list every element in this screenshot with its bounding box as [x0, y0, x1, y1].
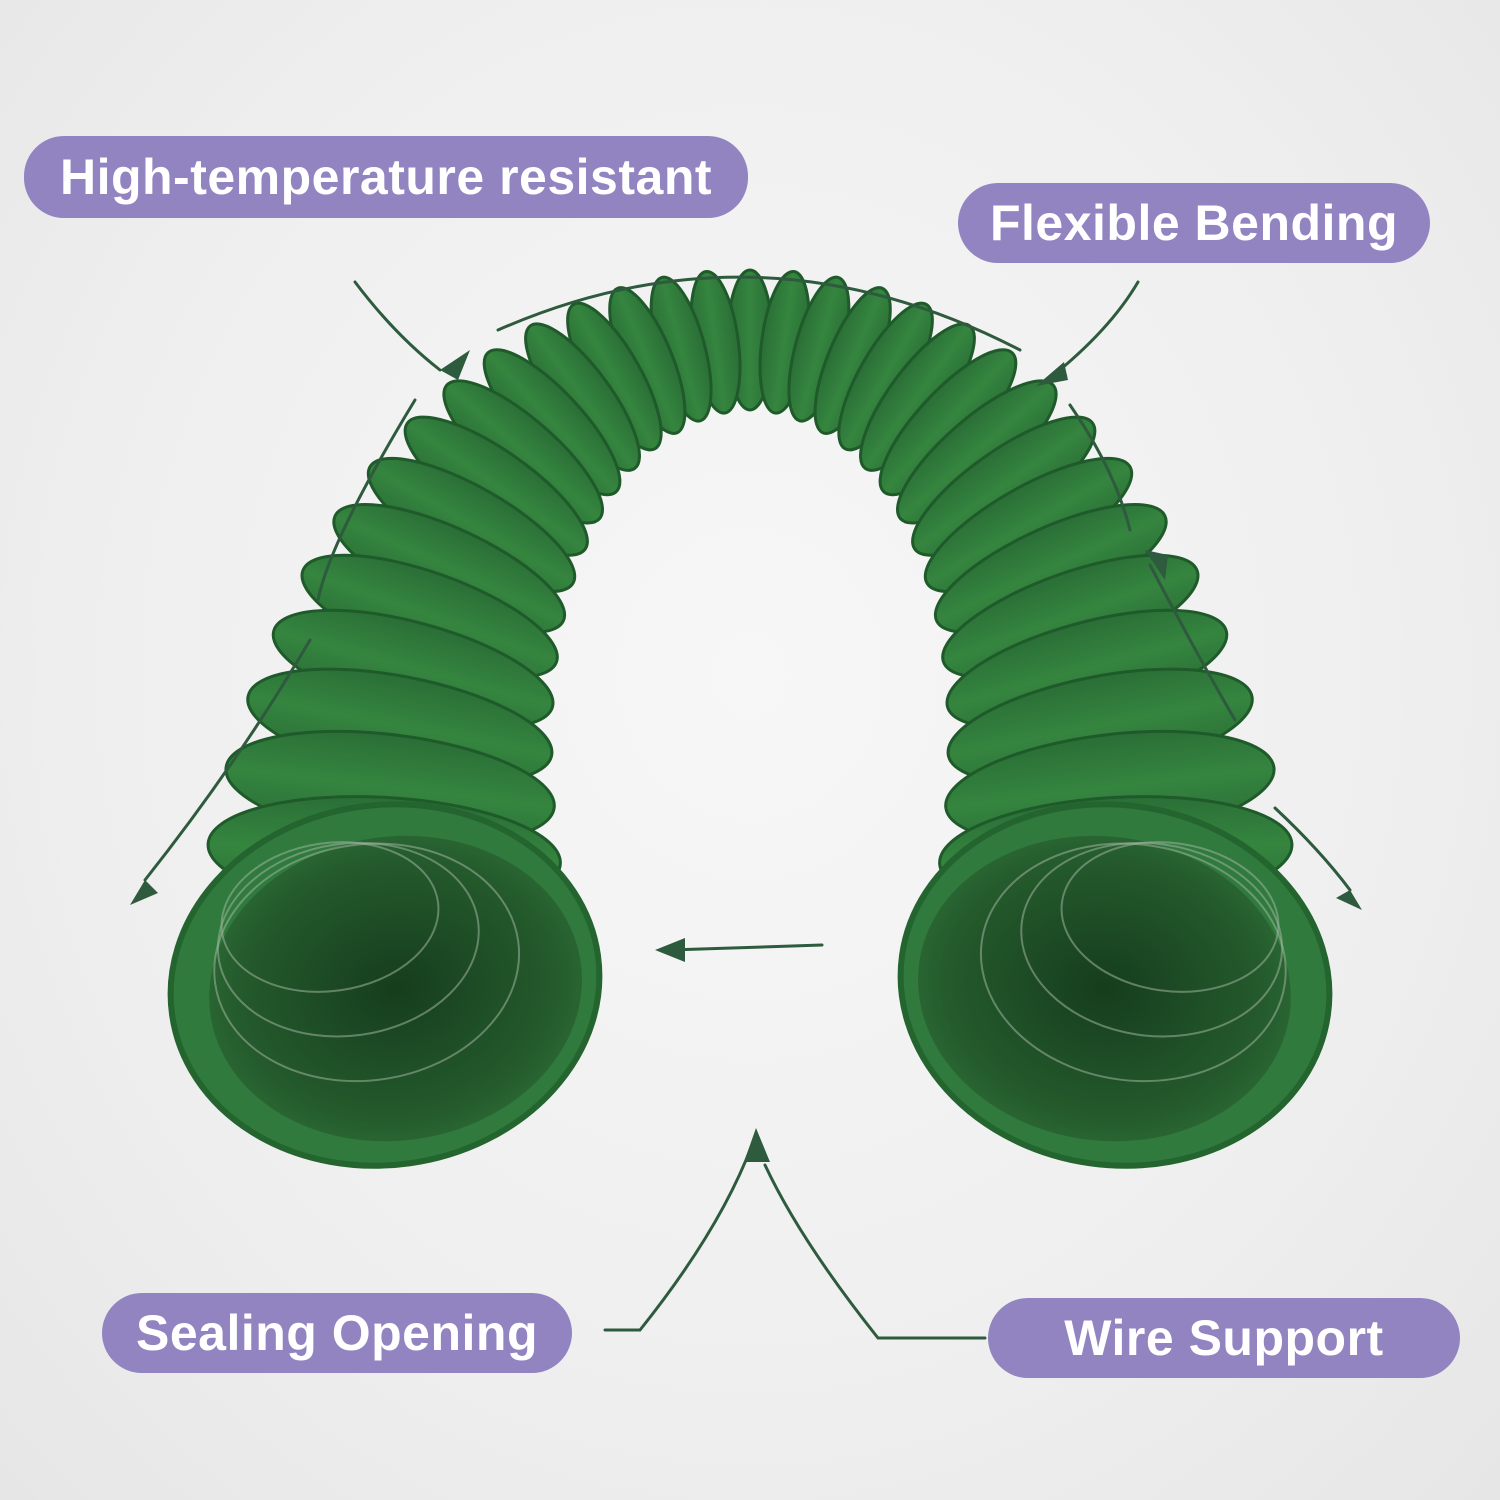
label-wire-support: Wire Support [988, 1298, 1460, 1378]
arrow-right-mid [1148, 563, 1237, 722]
wire-ring [1060, 841, 1280, 993]
label-flexible-bending-text: Flexible Bending [989, 195, 1399, 251]
arrow-right-lower [1273, 806, 1352, 892]
hose-body [167, 268, 1333, 1169]
wire-ring [213, 842, 521, 1083]
arrow-high-temp [353, 280, 442, 372]
label-high-temperature: High-temperature resistant [24, 136, 748, 218]
arrow-left-upper [316, 398, 417, 602]
wire-ring [220, 841, 440, 993]
arrow-wire [763, 1163, 987, 1340]
left-opening-interior [209, 835, 582, 1142]
label-sealing-opening-text: Sealing Opening [136, 1305, 538, 1361]
arrow-seal [603, 1143, 754, 1332]
arrow-right-upper [1068, 403, 1132, 532]
label-high-temperature-text: High-temperature resistant [59, 149, 713, 205]
label-flexible-bending: Flexible Bending [958, 183, 1430, 263]
arrow-center [668, 943, 824, 952]
wire-ring [979, 842, 1287, 1083]
right-opening-interior [918, 835, 1291, 1142]
label-sealing-opening: Sealing Opening [102, 1293, 572, 1373]
annotation-arrows [143, 275, 1352, 1340]
arrow-left-lower [143, 638, 312, 882]
wire-ring [1020, 841, 1284, 1038]
arrow-heads [130, 350, 1362, 1162]
wire-ring [216, 841, 480, 1038]
arrow-top-arc [496, 275, 1022, 352]
label-wire-support-text: Wire Support [1064, 1310, 1384, 1366]
